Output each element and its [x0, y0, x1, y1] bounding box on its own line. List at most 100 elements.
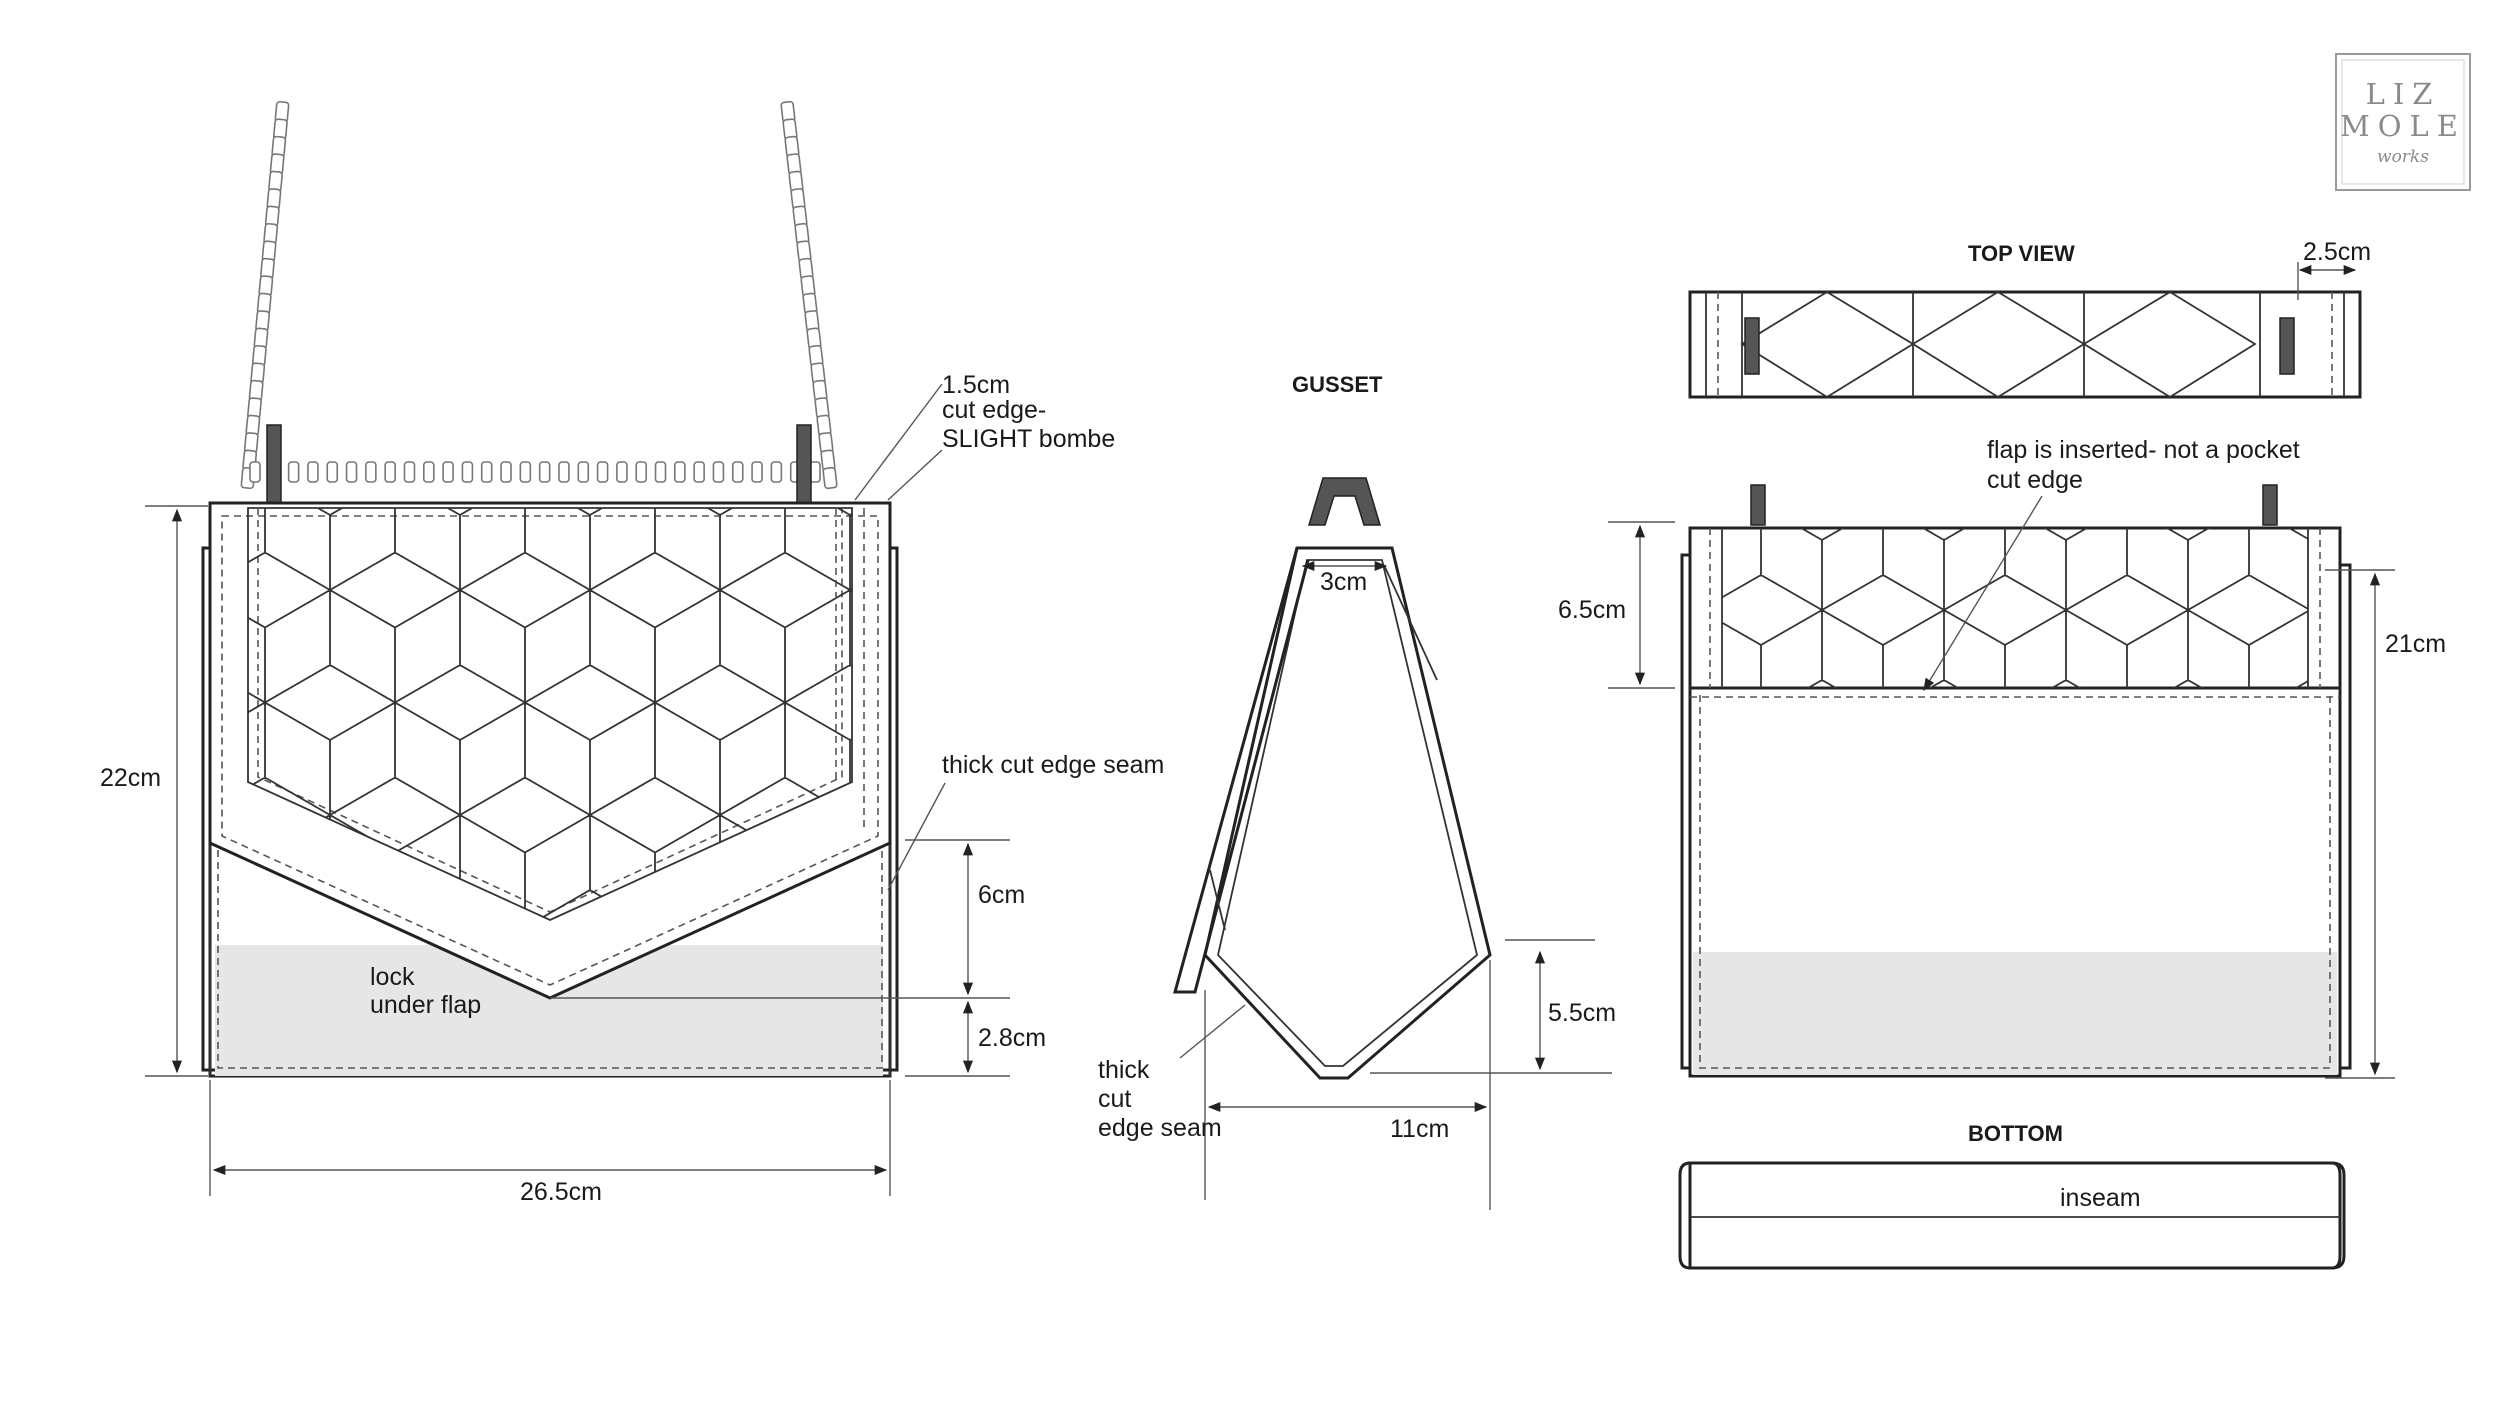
strap-chain [240, 100, 838, 490]
chain-link [307, 461, 319, 483]
chain-link [635, 461, 648, 483]
bottom-heading: BOTTOM [1968, 1121, 2063, 1146]
back-cube-pattern [1722, 528, 2308, 688]
back-flap-edges [1721, 528, 2309, 688]
chain-link [422, 461, 435, 483]
back-side-gussets [1680, 553, 2352, 1070]
logo-line-3: works [2377, 147, 2429, 167]
chain-link [403, 461, 416, 483]
back-shading [1693, 952, 2337, 1075]
note-edge-2: cut edge- [942, 396, 1046, 424]
note-flap-2: cut edge [1987, 466, 2083, 494]
chain-link [770, 461, 783, 483]
callout-edge-leader-1 [854, 383, 943, 501]
dim-front-width: 26.5cm [520, 1178, 602, 1206]
topview-post-left [1744, 317, 1760, 375]
topview-edges [1705, 292, 2345, 397]
dim-topview-strap: 2.5cm [2303, 238, 2371, 266]
topview-stitch [1717, 292, 2333, 397]
back-body-stitch [1699, 695, 2331, 1069]
strap-post-left [266, 424, 282, 504]
gusset-heading: GUSSET [1292, 372, 1383, 397]
logo-line-2: MOLE [2340, 109, 2466, 143]
bottom-ends [1678, 1161, 2346, 1270]
front-flap-outline [208, 501, 892, 1000]
note-flap-1: flap is inserted- not a pocket [1987, 436, 2300, 464]
topview-heading: TOP VIEW [1968, 241, 2075, 266]
front-cube-pattern [247, 507, 853, 921]
logo-line-1: LIZ [2366, 77, 2441, 111]
back-post-right [2262, 484, 2278, 526]
front-edge-stitch [835, 508, 865, 830]
front-view: 22cm 26.5cm 6cm 2.8cm 1.5cm cut edge- SL… [100, 100, 1164, 1206]
callout-flap-leader [1923, 495, 2043, 692]
chain-link [461, 461, 474, 483]
chain-link [480, 461, 493, 483]
bottom-inseam-label: inseam [2060, 1184, 2141, 1212]
note-lock-2: under flap [370, 991, 481, 1019]
gusset-inner-edge [1217, 559, 1479, 1067]
topview-outline [1688, 290, 2362, 399]
dim-gusset-width: 11cm [1390, 1115, 1449, 1143]
chain-link [731, 461, 744, 483]
chain-link [558, 461, 570, 483]
gusset-outline [1203, 546, 1492, 1080]
chain-link [596, 461, 609, 483]
dim-lock-band: 2.8cm [978, 1024, 1046, 1052]
cube-tiles [1722, 528, 2308, 688]
dim-gusset-point: 5.5cm [1548, 999, 1616, 1027]
chain-link [693, 461, 705, 483]
chain-link [674, 461, 686, 483]
chain-link [519, 461, 532, 483]
dim-back-height: 21cm [2385, 630, 2446, 658]
chain-link [500, 461, 512, 483]
note-gusset-1: thick [1098, 1056, 1150, 1084]
chain-link [365, 461, 377, 483]
bottom-outline [1688, 1161, 2342, 1270]
front-body-stitch [217, 850, 883, 1069]
note-gusset-3: edge seam [1098, 1114, 1222, 1142]
top-view: TOP VIEW 2.5cm [1688, 238, 2371, 399]
topview-diamond-pattern [1740, 290, 2257, 399]
chain-link [442, 461, 454, 483]
chain-link [345, 461, 358, 483]
front-flap-stitch [221, 515, 879, 986]
cube-tiles [248, 508, 852, 920]
note-edge-3: SLIGHT bombe [942, 425, 1115, 453]
chain-link [249, 461, 261, 483]
chain-link [654, 461, 667, 483]
chain-link [822, 466, 838, 490]
chain-link [712, 461, 725, 483]
chain-link [326, 461, 339, 483]
dim-flap-point: 6cm [978, 881, 1025, 909]
note-edge-1: 1.5cm [942, 371, 1010, 399]
chain-link [538, 461, 551, 483]
callout-gusset-seam-leader [1179, 1004, 1246, 1059]
chain-link [751, 461, 763, 483]
bottom-view: BOTTOM inseam [1678, 1121, 2346, 1270]
gusset-seam-marks [1209, 564, 1438, 931]
back-post-left [1750, 484, 1766, 526]
gusset-ring [1307, 477, 1382, 526]
dim-gusset-top: 3cm [1320, 568, 1367, 596]
chain-link [616, 461, 628, 483]
back-view: 6.5cm 21cm flap is inserted- not a pocke… [1558, 436, 2446, 1079]
dim-front-height: 22cm [100, 764, 161, 792]
note-seam: thick cut edge seam [942, 751, 1164, 779]
chain-link [384, 461, 396, 483]
chain-link [287, 461, 300, 483]
strap-post-right [796, 424, 812, 504]
gusset-side-panel [1173, 547, 1310, 994]
callout-edge-leader-2 [887, 449, 943, 501]
dim-back-flap: 6.5cm [1558, 596, 1626, 624]
topview-post-right [2279, 317, 2295, 375]
note-gusset-2: cut [1098, 1085, 1131, 1113]
gusset-view: GUSSET 3cm 11cm 5.5cm thick cut edge sea… [1098, 372, 1616, 1210]
note-lock-1: lock [370, 963, 415, 991]
back-flap-band [1688, 526, 2342, 690]
back-edge-stitch [1709, 528, 2321, 688]
callout-seam-leader [887, 782, 946, 891]
brand-logo: LIZ MOLE works [2335, 53, 2471, 191]
chain-link [577, 461, 590, 483]
